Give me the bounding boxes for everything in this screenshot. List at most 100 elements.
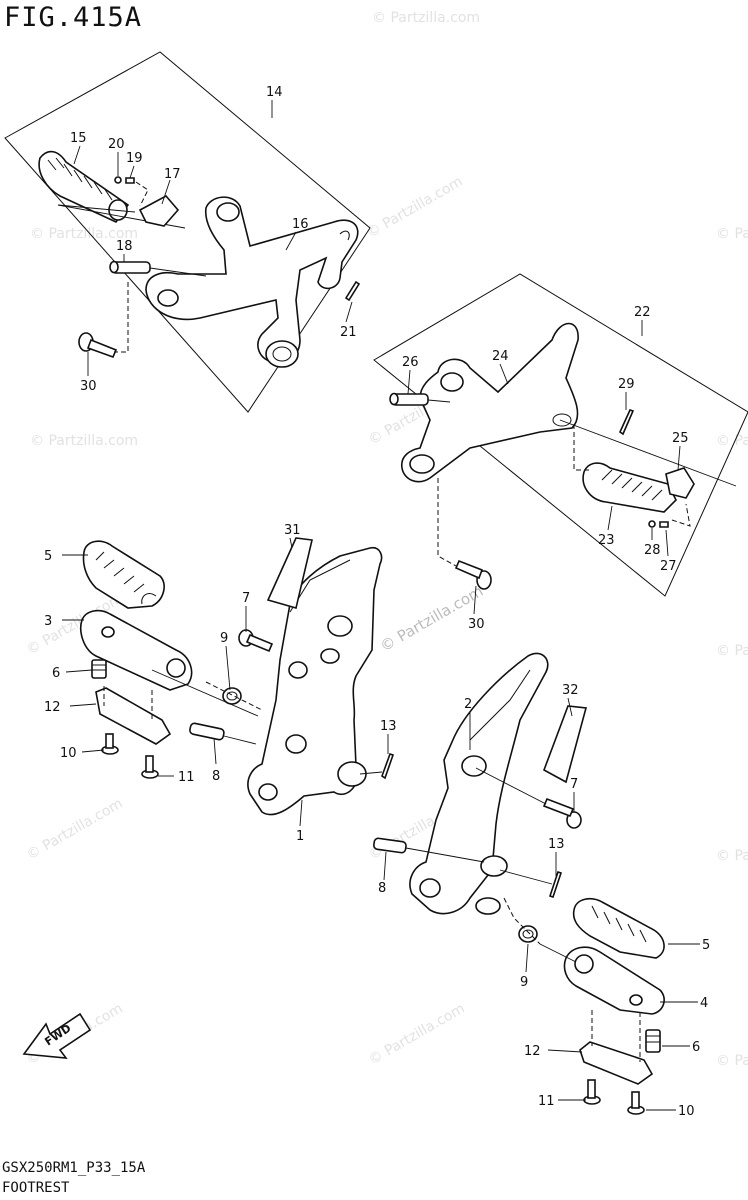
watermark: © Partzilla.com xyxy=(30,226,138,242)
assembly-box-14 xyxy=(4,51,371,413)
plate-part-17 xyxy=(138,194,180,227)
rubber-part-5-right xyxy=(572,897,665,959)
callout-30-lower: 30 xyxy=(468,617,485,632)
cotter-pin-part-13-right xyxy=(548,870,563,899)
callout-10-right: 10 xyxy=(678,1104,695,1119)
watermark: © Partzilla.com xyxy=(716,1053,748,1069)
callout-30-upper: 30 xyxy=(80,379,97,394)
spring-part-27 xyxy=(659,521,669,528)
footrest-part-4-right xyxy=(563,946,665,1015)
callout-20: 20 xyxy=(108,137,125,152)
spring-part-9-left xyxy=(222,687,242,705)
callout-21: 21 xyxy=(340,325,357,340)
forward-arrow-icon: FWD xyxy=(22,1012,92,1059)
callout-10-left: 10 xyxy=(60,746,77,761)
callout-3: 3 xyxy=(44,614,52,629)
ball-part-28 xyxy=(648,520,656,528)
watermark: © Partzilla.com xyxy=(716,226,748,242)
callout-2: 2 xyxy=(464,697,472,712)
callout-11-right: 11 xyxy=(538,1094,555,1109)
bolt-part-10-right xyxy=(627,1091,645,1115)
ball-part-20 xyxy=(114,176,122,184)
callout-12-right: 12 xyxy=(524,1044,541,1059)
callout-5-left: 5 xyxy=(44,549,52,564)
callout-8-right: 8 xyxy=(378,881,386,896)
watermark: © Partzilla.com xyxy=(30,433,138,449)
cotter-pin-part-21 xyxy=(344,280,361,302)
callout-22: 22 xyxy=(634,305,651,320)
callout-12-left: 12 xyxy=(44,700,61,715)
spring-part-9-right xyxy=(518,925,538,943)
footrest-part-15 xyxy=(38,150,130,224)
figure-code: GSX250RM1_P33_15A xyxy=(2,1160,146,1176)
callout-32: 32 xyxy=(562,683,579,698)
callout-9-right: 9 xyxy=(520,975,528,990)
callout-18: 18 xyxy=(116,239,133,254)
callout-15: 15 xyxy=(70,131,87,146)
footrest-part-3-left xyxy=(80,609,193,691)
bracket-part-16 xyxy=(145,196,359,368)
pin-part-26 xyxy=(389,392,429,406)
rubber-part-5-left xyxy=(82,540,165,609)
bolt-part-11-right xyxy=(583,1079,601,1105)
spring-part-19 xyxy=(125,177,135,184)
figure-name: FOOTREST xyxy=(2,1180,70,1196)
callout-1: 1 xyxy=(296,829,304,844)
bolt-part-11-left xyxy=(141,755,159,779)
cotter-pin-part-13-left xyxy=(381,752,395,780)
callout-13-right: 13 xyxy=(548,837,565,852)
bracket-part-1 xyxy=(247,546,383,816)
stopper-part-6-right xyxy=(645,1029,661,1053)
callout-16: 16 xyxy=(292,217,309,232)
plate-part-31 xyxy=(266,537,313,609)
leader-lines xyxy=(62,100,700,1111)
watermark: © Partzilla.com xyxy=(372,10,480,26)
callout-6-left: 6 xyxy=(52,666,60,681)
figure-title: FIG.415A xyxy=(4,2,143,33)
callout-28: 28 xyxy=(644,543,661,558)
stopper-part-6-left xyxy=(91,659,107,679)
plate-part-25 xyxy=(665,467,695,499)
bolt-part-30-lower xyxy=(454,559,492,590)
guard-part-12-left xyxy=(95,687,172,745)
watermark: © Partzilla.com xyxy=(716,848,748,864)
bolt-part-10-left xyxy=(101,733,119,755)
callout-23: 23 xyxy=(598,533,615,548)
assembly-box-22 xyxy=(373,273,748,597)
pin-part-18 xyxy=(109,260,151,274)
front-footrest-assembly-right xyxy=(373,652,665,1115)
watermark: © Partzilla.com xyxy=(366,1001,468,1069)
callout-31: 31 xyxy=(284,523,301,538)
callout-17: 17 xyxy=(164,167,181,182)
watermark: © Partzilla.com xyxy=(24,796,126,864)
callout-4: 4 xyxy=(700,996,708,1011)
callout-19: 19 xyxy=(126,151,143,166)
front-footrest-assembly-left xyxy=(80,540,263,779)
guard-part-12-right xyxy=(579,1041,654,1085)
callout-9-left: 9 xyxy=(220,631,228,646)
callout-11-left: 11 xyxy=(178,770,195,785)
bolt-part-7-right xyxy=(542,797,582,829)
callout-7-left: 7 xyxy=(242,591,250,606)
callout-13-left: 13 xyxy=(380,719,397,734)
rear-footrest-assembly-right xyxy=(373,273,748,597)
rear-footrest-assembly-left xyxy=(4,51,371,413)
callout-7-right: 7 xyxy=(570,777,578,792)
footrest-part-23 xyxy=(582,462,677,513)
callout-26: 26 xyxy=(402,355,419,370)
pin-part-8-right xyxy=(373,837,407,854)
callout-24: 24 xyxy=(492,349,509,364)
callout-14: 14 xyxy=(266,85,283,100)
pin-part-8-left xyxy=(189,722,225,741)
cotter-pin-part-29 xyxy=(618,409,635,436)
callout-labels: 14 15 20 19 17 16 18 21 30 22 26 24 29 2… xyxy=(44,85,710,1119)
callout-27: 27 xyxy=(660,559,677,574)
watermark: © Partzilla.com xyxy=(716,433,748,449)
callout-8-left: 8 xyxy=(212,769,220,784)
callout-5-right: 5 xyxy=(702,938,710,953)
watermark: © Partzilla.com xyxy=(716,643,748,659)
bracket-part-24 xyxy=(400,322,579,483)
plate-part-32 xyxy=(543,705,588,784)
